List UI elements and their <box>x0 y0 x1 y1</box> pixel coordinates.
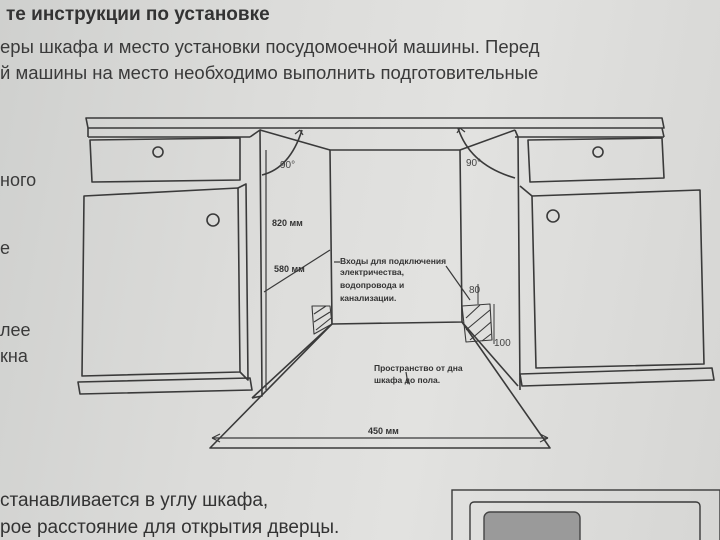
depth-dimension-label: 580 мм <box>274 264 305 274</box>
right-door <box>531 189 705 369</box>
side-text-4: кна <box>0 346 28 366</box>
niche-right-wall <box>514 129 521 391</box>
side-text-1: ного <box>0 170 37 190</box>
angle-label-left: 90° <box>280 160 295 171</box>
svg-text:Входы для подключения: Входы для подключения <box>340 256 446 266</box>
svg-text:электричества,: электричества, <box>340 267 404 277</box>
intro-line-2: й машины на место необходимо выполнить п… <box>0 62 539 83</box>
dimension-80-label: 80 <box>469 285 481 296</box>
right-drawer <box>527 137 665 183</box>
footer-line-2: рое расстояние для открытия дверцы. <box>0 517 340 538</box>
floor-space-label: Пространство от дна шкафа до пола. <box>374 363 463 385</box>
svg-text:канализации.: канализации. <box>340 293 396 303</box>
left-door <box>81 187 241 377</box>
angle-label-right: 90° <box>466 158 481 169</box>
footer-line-1: станавливается в углу шкафа, <box>0 490 269 511</box>
right-pedestal <box>461 303 493 343</box>
width-dimension-label: 450 мм <box>368 426 399 436</box>
dimension-100-label: 100 <box>494 338 511 349</box>
svg-text:шкафа до пола.: шкафа до пола. <box>374 375 440 385</box>
left-pedestal <box>311 305 333 335</box>
side-text-3: лее <box>0 320 31 340</box>
left-drawer <box>89 137 241 183</box>
side-text-2: е <box>0 238 11 258</box>
section-heading: те инструкции по установке <box>6 4 270 25</box>
svg-text:Пространство от дна: Пространство от дна <box>374 363 463 373</box>
svg-text:водопровода и: водопровода и <box>340 280 404 290</box>
countertop <box>85 117 665 129</box>
height-dimension-label: 820 мм <box>272 218 303 228</box>
next-figure-fragment <box>451 489 720 540</box>
niche-floor <box>209 321 551 449</box>
niche-left-wall <box>249 129 263 399</box>
connections-label: Входы для подключения электричества, вод… <box>340 256 446 303</box>
intro-line-1: еры шкафа и место установки посудомоечно… <box>0 36 540 57</box>
